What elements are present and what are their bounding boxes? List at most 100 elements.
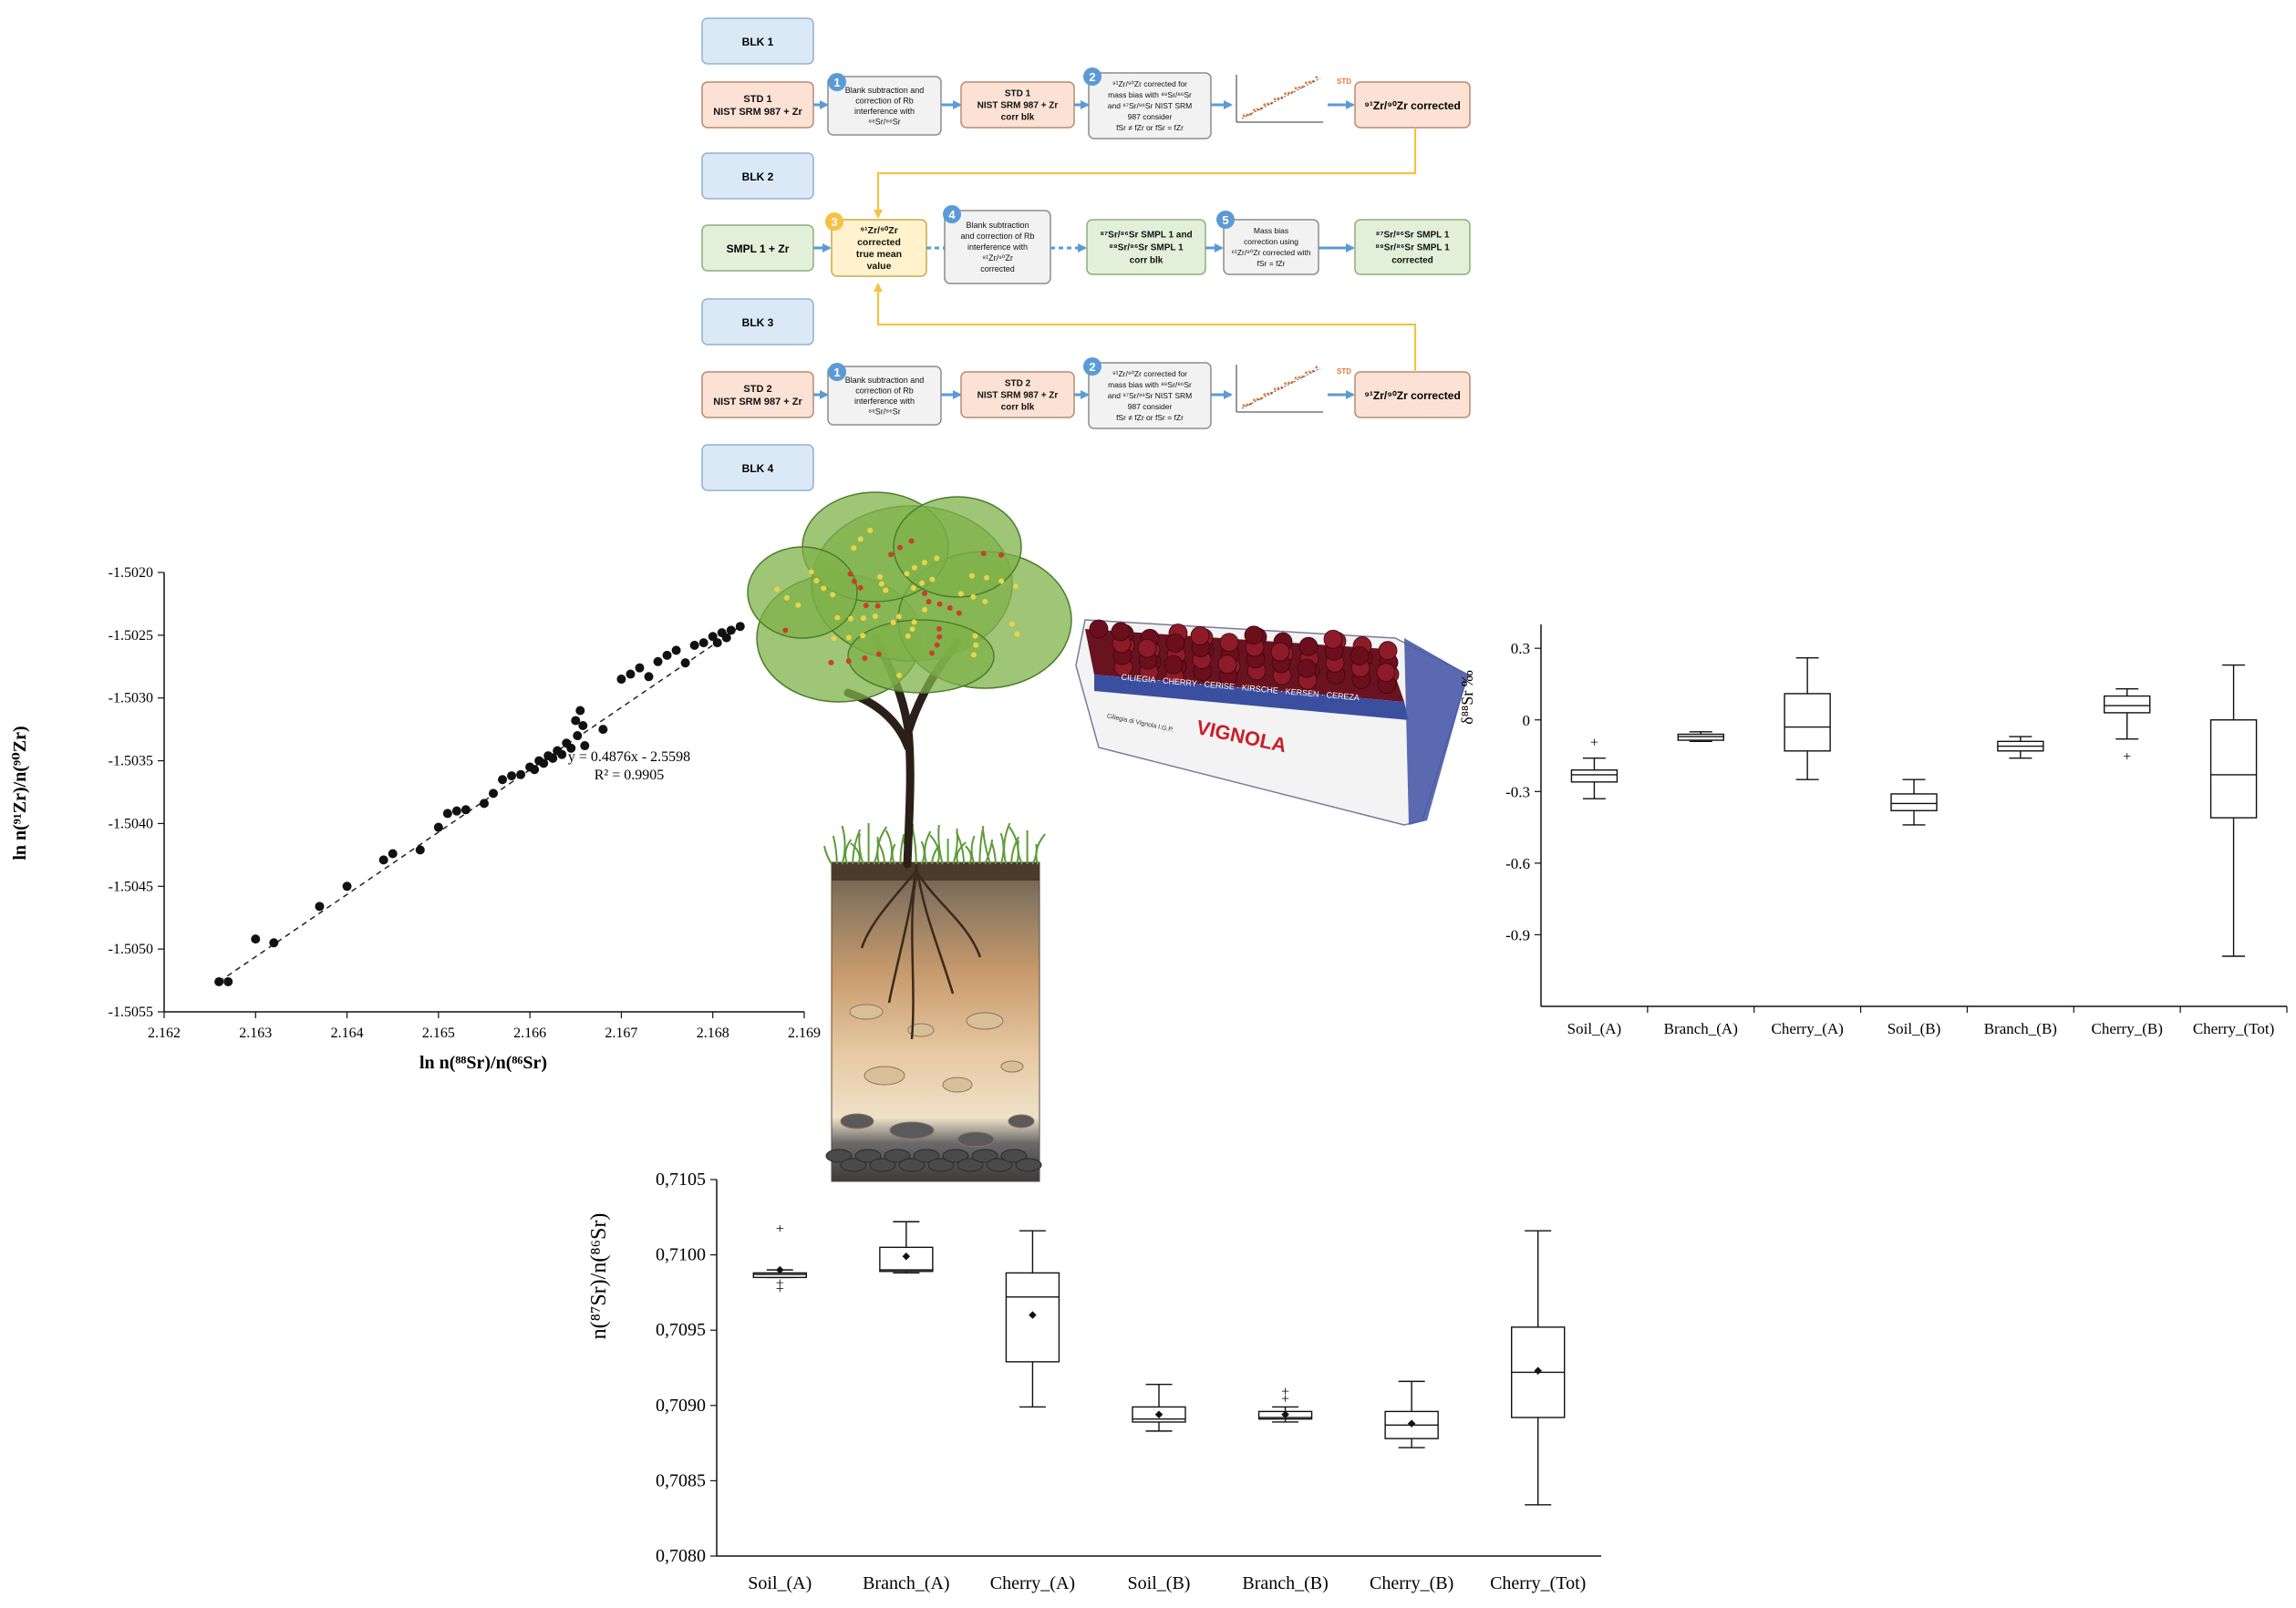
grass-blade <box>982 829 991 865</box>
scatter-point <box>378 855 388 865</box>
tree-blossom <box>998 578 1005 584</box>
scatter-x-tick-label: 2.166 <box>513 1026 546 1041</box>
box-y-tick-label: 0,7080 <box>656 1546 706 1566</box>
mini-point <box>1315 366 1319 369</box>
scatter-point <box>644 672 654 682</box>
mini-point <box>1288 91 1290 95</box>
mass-bias-corr-line-2: ⁹¹Zr/⁹⁰Zr corrected with <box>1231 248 1310 257</box>
tree-blossom <box>896 672 903 678</box>
bedrock-stone <box>854 1149 882 1163</box>
true-mean-line-3: value <box>867 261 892 272</box>
tree-blossom <box>936 634 943 640</box>
grass-blade <box>984 839 994 865</box>
scatter-point <box>573 731 583 741</box>
tree-blossom <box>934 642 940 648</box>
scatter-x-tick-label: 2.167 <box>605 1026 637 1041</box>
scatter-point <box>571 716 581 726</box>
cherry <box>1137 638 1157 658</box>
tree-blossom <box>888 551 895 558</box>
cherry <box>1089 619 1109 639</box>
cherry-pile <box>1085 629 1404 702</box>
box-category-label: Soil_(A) <box>748 1573 812 1593</box>
scatter-point <box>635 663 645 673</box>
box-outlier: + <box>776 1282 784 1297</box>
massbias-std-2-line-2: and ⁸⁷Sr/⁸⁶Sr NIST SRM <box>1108 391 1192 400</box>
tree-blossom <box>909 626 915 633</box>
tree-blossom <box>919 580 926 586</box>
grass-blade <box>858 832 864 865</box>
scatter-point <box>498 775 508 785</box>
tree-blossom <box>921 591 927 597</box>
tree-blossom <box>883 587 889 593</box>
scatter-r2: R² = 0.9905 <box>595 768 665 783</box>
scatter-y-tick-label: -1.5040 <box>109 816 153 831</box>
box-mean <box>1029 1311 1037 1319</box>
grass-blade <box>1035 833 1046 865</box>
blank-rb-1-line-3: ⁸⁸Sr/⁸⁶Sr <box>868 117 901 126</box>
tree-blossom <box>874 603 881 609</box>
box-category-label: Branch_(A) <box>1664 1020 1738 1037</box>
mini-point <box>1242 114 1246 118</box>
mini-point <box>1305 81 1308 85</box>
grass-blade <box>844 839 853 865</box>
box-iqr <box>2209 719 2258 819</box>
soil-pebble <box>1008 1114 1035 1129</box>
zr-corrected-label-1: ⁹¹Zr/⁹⁰Zr corrected <box>1364 99 1461 112</box>
std2-line-0: STD 2 <box>743 384 771 395</box>
std2-corr-line-2: corr blk <box>1001 403 1035 413</box>
grass-blade <box>1017 840 1023 865</box>
std2-corr-line-0: STD 2 <box>1005 379 1031 389</box>
massbias-std-1-line-2: and ⁸⁷Sr/⁸⁶Sr NIST SRM <box>1108 101 1192 110</box>
scatter-x-label: ln n(⁸⁸Sr)/n(⁸⁶Sr) <box>419 1053 547 1073</box>
mini-point <box>1298 86 1301 89</box>
scatter-x-tick-label: 2.162 <box>148 1026 181 1041</box>
box-outlier: + <box>1590 735 1598 750</box>
grass-blade <box>876 826 888 865</box>
tree-blossom <box>862 655 868 662</box>
scatter-point <box>388 849 398 859</box>
box-y-tick-label: 0,7095 <box>656 1320 706 1340</box>
final-sr-box <box>1354 219 1471 275</box>
tree-blossom <box>782 627 789 634</box>
blank-zr-line-0: Blank subtraction <box>966 221 1029 230</box>
tree-blossom <box>936 626 943 633</box>
tree-blossom <box>1012 583 1019 590</box>
blank-rb-2-line-3: ⁸⁸Sr/⁸⁶Sr <box>868 407 901 416</box>
badge-2-row1-number: 2 <box>1089 70 1095 84</box>
scatter-point <box>315 902 325 912</box>
true-mean-line-1: corrected <box>857 237 901 248</box>
blk-4-label: BLK 4 <box>742 462 774 475</box>
tree-blossom <box>877 573 884 580</box>
scatter-point <box>580 741 590 751</box>
box-y-tick-label: 0,7105 <box>656 1170 706 1190</box>
badge-4 <box>943 205 961 223</box>
massbias-std-1-line-4: fSr ≠ fZr or fSr = fZr <box>1116 123 1184 132</box>
box-iqr <box>1890 793 1938 811</box>
tree-blossom <box>910 584 916 591</box>
mini-point <box>1277 97 1280 100</box>
scatter-y-tick-label: -1.5030 <box>109 691 153 706</box>
blk-2-label: BLK 2 <box>742 170 774 183</box>
tree-blossom <box>851 545 857 551</box>
tree-canopy <box>747 546 858 639</box>
badge-5-number: 5 <box>1222 213 1228 227</box>
std1-corr-line-1: NIST SRM 987 + Zr <box>977 101 1059 111</box>
soil-pebble <box>849 1004 884 1020</box>
box-outlier: + <box>776 1275 784 1291</box>
true-mean-line-2: true mean <box>856 249 902 260</box>
mini-point <box>1301 375 1304 378</box>
scatter-point <box>578 721 588 731</box>
grass-blade <box>841 825 846 865</box>
soil-pebble <box>957 1131 995 1148</box>
scatter-point <box>653 656 663 666</box>
tree-blossom <box>982 598 988 604</box>
tree-blossom <box>911 619 917 625</box>
mini-point <box>1246 113 1249 117</box>
box-y-tick-label: 0,7100 <box>656 1245 706 1265</box>
grass-blade <box>952 828 958 865</box>
scatter-point <box>735 622 745 632</box>
scatter-point <box>442 809 452 819</box>
std1-corr-line-0: STD 1 <box>1005 89 1031 99</box>
